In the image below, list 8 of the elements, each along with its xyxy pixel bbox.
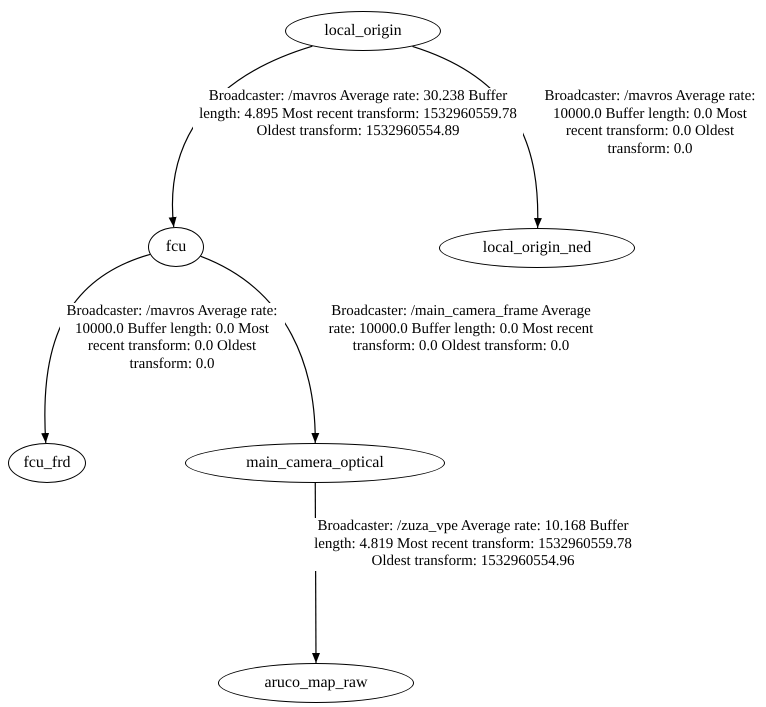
node-ellipse: fcu_frd (8, 443, 86, 483)
node-ellipse: local_origin (285, 11, 441, 51)
node-ellipse: main_camera_optical (185, 443, 445, 483)
arrow (41, 254, 150, 444)
node-ellipse: fcu (148, 227, 204, 267)
node-ellipse: aruco_map_raw (218, 663, 414, 703)
node-ellipse: local_origin_ned (439, 228, 635, 268)
arrow (200, 256, 319, 444)
